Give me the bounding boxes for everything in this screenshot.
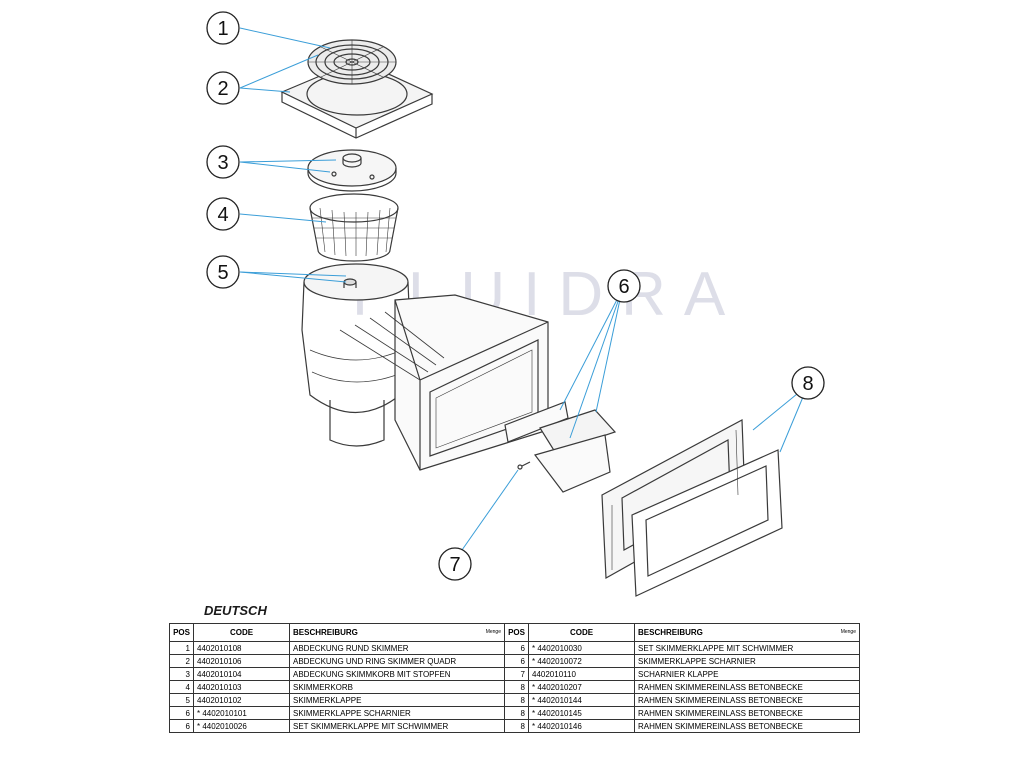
svg-text:1: 1 (217, 18, 228, 40)
table-row: 6 * 4402010101 SKIMMERKLAPPE SCHARNIER 8… (169, 706, 860, 720)
table-row: 3 4402010104 ABDECKUNG SKIMMKORB MIT STO… (169, 667, 860, 681)
cell-code: * 4402010101 (193, 706, 290, 720)
header-code: CODE (193, 623, 290, 642)
cell-pos: 6 (504, 641, 529, 655)
cell-pos: 8 (504, 693, 529, 707)
leader-lines (239, 27, 809, 561)
callout-4: 4 (206, 197, 240, 231)
callout-6: 6 (607, 269, 641, 303)
cell-description: SET SKIMMERKLAPPE MIT SCHWIMMER (289, 719, 505, 733)
svg-text:5: 5 (217, 262, 228, 284)
cell-description: RAHMEN SKIMMEREINLASS BETONBECKE (634, 693, 860, 707)
cell-pos: 8 (504, 680, 529, 694)
svg-text:3: 3 (217, 152, 228, 174)
svg-text:8: 8 (802, 373, 813, 395)
table-row: 6 * 4402010026 SET SKIMMERKLAPPE MIT SCH… (169, 719, 860, 733)
header-pos: POS (504, 623, 529, 642)
cell-description: ABDECKUNG SKIMMKORB MIT STOPFEN (289, 667, 505, 681)
cell-pos: 2 (169, 654, 194, 668)
svg-text:7: 7 (449, 554, 460, 576)
cell-code: * 4402010144 (528, 693, 635, 707)
table-row: 1 4402010108 ABDECKUNG RUND SKIMMER 6 * … (169, 641, 860, 655)
cell-code: * 4402010072 (528, 654, 635, 668)
cell-code: * 4402010026 (193, 719, 290, 733)
cell-description: RAHMEN SKIMMEREINLASS BETONBECKE (634, 680, 860, 694)
callout-2: 2 (206, 71, 240, 105)
part-weir-flaps (504, 401, 617, 493)
cell-pos: 1 (169, 641, 194, 655)
callout-group: 1 2 3 4 5 6 7 8 (206, 11, 825, 581)
cell-code: * 4402010207 (528, 680, 635, 694)
cell-code: * 4402010145 (528, 706, 635, 720)
cell-description: SKIMMERKLAPPE SCHARNIER (289, 706, 505, 720)
callout-8: 8 (791, 366, 825, 400)
cell-code: 4402010104 (193, 667, 290, 681)
header-code: CODE (528, 623, 635, 642)
cell-pos: 6 (169, 719, 194, 733)
cell-code: 4402010106 (193, 654, 290, 668)
svg-text:2: 2 (217, 78, 228, 100)
cell-description: RAHMEN SKIMMEREINLASS BETONBECKE (634, 719, 860, 733)
cell-pos: 8 (504, 706, 529, 720)
header-pos: POS (169, 623, 194, 642)
cell-code: 4402010108 (193, 641, 290, 655)
cell-pos: 4 (169, 680, 194, 694)
cell-description: RAHMEN SKIMMEREINLASS BETONBECKE (634, 706, 860, 720)
cell-description: ABDECKUNG RUND SKIMMER (289, 641, 505, 655)
exploded-parts-drawing: FLUIDRA (206, 11, 825, 597)
cell-pos: 7 (504, 667, 529, 681)
part-round-lid (307, 39, 397, 85)
cell-description: SCHARNIER KLAPPE (634, 667, 860, 681)
language-title: DEUTSCH (204, 603, 267, 618)
part-skimmer-basket (309, 193, 399, 262)
table-row: 4 4402010103 SKIMMERKORB 8 * 4402010207 … (169, 680, 860, 694)
cell-code: * 4402010030 (528, 641, 635, 655)
cell-code: * 4402010146 (528, 719, 635, 733)
cell-description: SKIMMERKLAPPE SCHARNIER (634, 654, 860, 668)
cell-code: 4402010110 (528, 667, 635, 681)
callout-7: 7 (438, 547, 472, 581)
cell-description: SKIMMERKLAPPE (289, 693, 505, 707)
callout-1: 1 (206, 11, 240, 45)
parts-group (280, 39, 783, 597)
cell-pos: 5 (169, 693, 194, 707)
part-basket-cover (307, 149, 397, 192)
part-frames (601, 419, 783, 597)
svg-text:4: 4 (217, 204, 228, 226)
cell-pos: 6 (169, 706, 194, 720)
callout-5: 5 (206, 255, 240, 289)
part-hinge-pin (517, 461, 531, 470)
cell-code: 4402010103 (193, 680, 290, 694)
header-quantity: Menge (840, 629, 856, 635)
table-row: 2 4402010106 ABDECKUNG UND RING SKIMMER … (169, 654, 860, 668)
cell-code: 4402010102 (193, 693, 290, 707)
cell-description: ABDECKUNG UND RING SKIMMER QUADR (289, 654, 505, 668)
cell-pos: 8 (504, 719, 529, 733)
svg-text:6: 6 (618, 276, 629, 298)
cell-description: SKIMMERKORB (289, 680, 505, 694)
callout-3: 3 (206, 145, 240, 179)
cell-pos: 3 (169, 667, 194, 681)
header-quantity: Menge (485, 629, 501, 635)
cell-description: SET SKIMMERKLAPPE MIT SCHWIMMER (634, 641, 860, 655)
cell-pos: 6 (504, 654, 529, 668)
table-row: 5 4402010102 SKIMMERKLAPPE 8 * 440201014… (169, 693, 860, 707)
